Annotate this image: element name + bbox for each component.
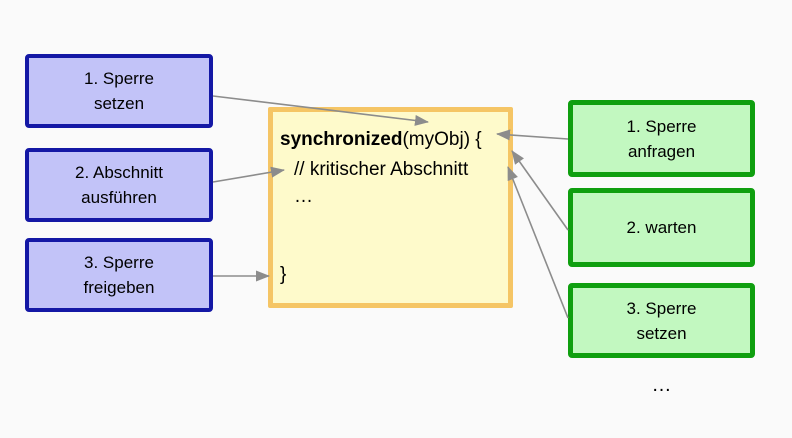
code-line-declaration: synchronized(myObj) { xyxy=(280,129,482,151)
code-line-comment: // kritischer Abschnitt xyxy=(294,159,469,180)
continuation-ellipsis: … xyxy=(651,374,672,396)
code-keyword: synchronized xyxy=(280,129,403,150)
left-step-box-1: 1. Sperre setzen xyxy=(25,54,213,128)
code-box: synchronized(myObj) { // kritischer Absc… xyxy=(268,107,513,308)
connector-arrow-right-step-3 xyxy=(507,166,569,319)
right-step-box-3: 3. Sperre setzen xyxy=(568,283,755,358)
code-line-ellipsis: … xyxy=(294,186,313,207)
left-step-label-1: 1. Sperre setzen xyxy=(84,69,154,113)
code-declaration-rest: (myObj) { xyxy=(402,129,482,150)
left-step-label-2: 2. Abschnitt ausführen xyxy=(75,163,163,207)
right-step-label-3: 3. Sperre setzen xyxy=(626,298,697,343)
right-step-box-2: 2. warten xyxy=(568,188,755,267)
connector-arrow-right-step-2 xyxy=(511,150,569,231)
right-step-box-1: 1. Sperre anfragen xyxy=(568,100,755,177)
left-step-box-3: 3. Sperre freigeben xyxy=(25,238,213,312)
left-step-label-3: 3. Sperre freigeben xyxy=(83,253,155,297)
left-step-box-2: 2. Abschnitt ausführen xyxy=(25,148,213,222)
code-line-closing-brace: } xyxy=(280,264,287,285)
right-step-label-1: 1. Sperre anfragen xyxy=(626,116,697,161)
right-step-label-2: 2. warten xyxy=(626,218,697,237)
